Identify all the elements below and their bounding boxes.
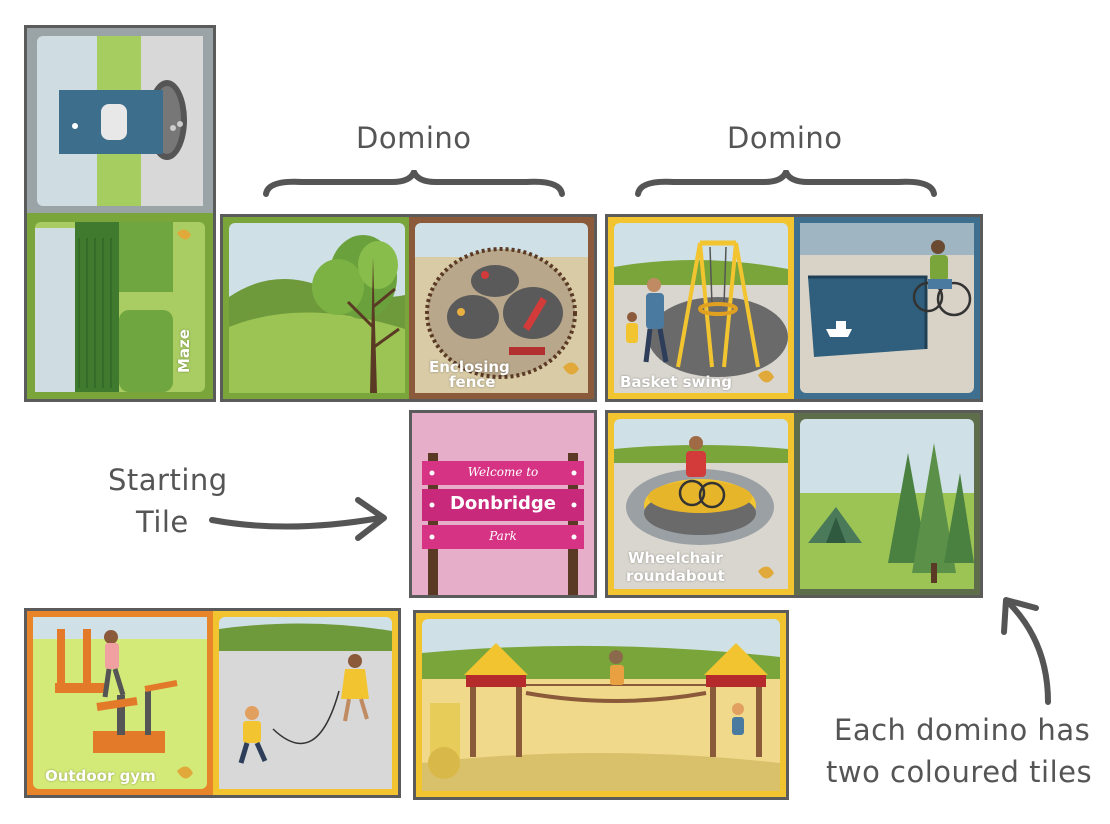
gym-playground-domino-art xyxy=(27,611,398,795)
basket-swing-label: Basket swing xyxy=(620,373,732,391)
domino-roundabout-forest[interactable]: Wheelchair roundabout xyxy=(605,410,983,598)
starting-tile-sign[interactable]: Welcome to Donbridge Park xyxy=(409,410,597,598)
leaf-icon xyxy=(758,566,774,579)
brace-left-icon xyxy=(263,170,565,197)
maze-label: Maze xyxy=(175,329,193,373)
domino-maze[interactable]: Maze xyxy=(24,25,216,402)
leaf-icon xyxy=(758,370,774,383)
sign-welcome-text: Welcome to xyxy=(467,465,539,479)
domino-swing-pool[interactable]: Basket swing xyxy=(605,214,983,402)
leaf-icon xyxy=(177,229,191,240)
play-structure-domino-art xyxy=(416,613,786,797)
arrow-right-icon xyxy=(209,497,387,541)
tree-fence-domino-art xyxy=(223,217,594,399)
each-domino-annotation-line1: Each domino has xyxy=(834,713,1091,747)
each-domino-annotation-line2: two coloured tiles xyxy=(826,755,1093,789)
starting-tile-annotation-line1: Starting xyxy=(108,463,228,497)
outdoor-gym-label: Outdoor gym xyxy=(45,767,156,785)
enclosing-fence-label-line1: Enclosing xyxy=(429,358,510,376)
domino-tree-fence[interactable]: Enclosing fence xyxy=(220,214,597,402)
maze-domino-art xyxy=(27,28,213,399)
wheelchair-roundabout-label-line1: Wheelchair xyxy=(628,549,723,567)
swing-pool-domino-art xyxy=(608,217,980,399)
leaf-icon xyxy=(563,362,579,375)
starting-tile-annotation-line2: Tile xyxy=(136,505,189,539)
leaf-icon xyxy=(177,766,193,779)
park-sign-art xyxy=(412,413,594,595)
sign-park-name: Donbridge xyxy=(449,493,557,514)
domino-play-structure[interactable] xyxy=(413,610,789,800)
arrow-up-icon xyxy=(1001,597,1051,705)
enclosing-fence-label-line2: fence xyxy=(449,373,496,391)
sign-park-text: Park xyxy=(489,529,517,543)
wheelchair-roundabout-label-line2: roundabout xyxy=(626,567,725,585)
domino-annotation-right: Domino xyxy=(727,121,843,155)
roundabout-forest-domino-art xyxy=(608,413,980,595)
domino-gym-playground[interactable]: Outdoor gym xyxy=(24,608,401,798)
brace-right-icon xyxy=(635,170,937,197)
domino-annotation-left: Domino xyxy=(356,121,472,155)
